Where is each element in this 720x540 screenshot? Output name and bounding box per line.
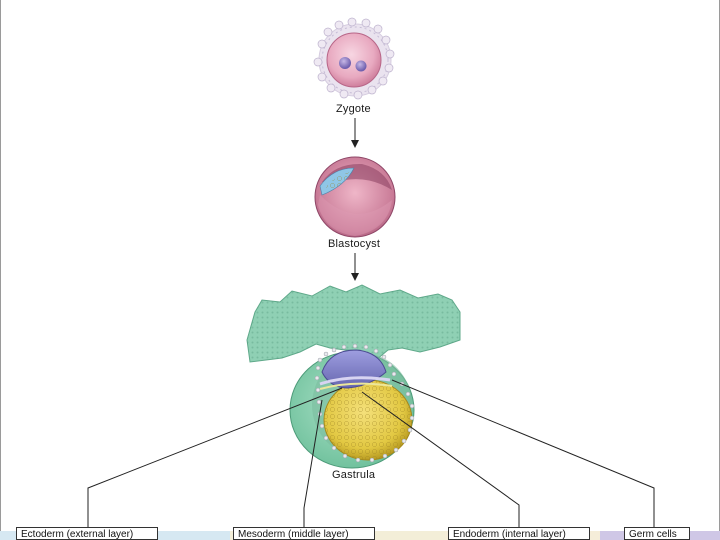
endoderm-label: Endoderm (internal layer) bbox=[448, 527, 590, 540]
zygote-label: Zygote bbox=[336, 103, 371, 115]
leader-lines bbox=[87, 379, 655, 530]
zygote-illustration bbox=[313, 17, 395, 100]
ectoderm-label: Ectoderm (external layer) bbox=[16, 527, 158, 540]
arrow-blastocyst-to-gastrula bbox=[351, 253, 359, 281]
blastocyst-illustration bbox=[314, 156, 396, 238]
gastrula-illustration bbox=[246, 284, 461, 469]
leader-line-ectoderm bbox=[87, 387, 343, 530]
leader-line-germ-cells bbox=[391, 379, 655, 528]
leader-line-mesoderm bbox=[303, 399, 323, 530]
leader-line-endoderm bbox=[361, 391, 520, 530]
blastocyst-label: Blastocyst bbox=[328, 238, 381, 250]
gastrula-label: Gastrula bbox=[332, 469, 376, 481]
germ-cells-label: Germ cells bbox=[624, 527, 690, 540]
arrow-zygote-to-blastocyst bbox=[351, 118, 359, 148]
mesoderm-label: Mesoderm (middle layer) bbox=[233, 527, 375, 540]
